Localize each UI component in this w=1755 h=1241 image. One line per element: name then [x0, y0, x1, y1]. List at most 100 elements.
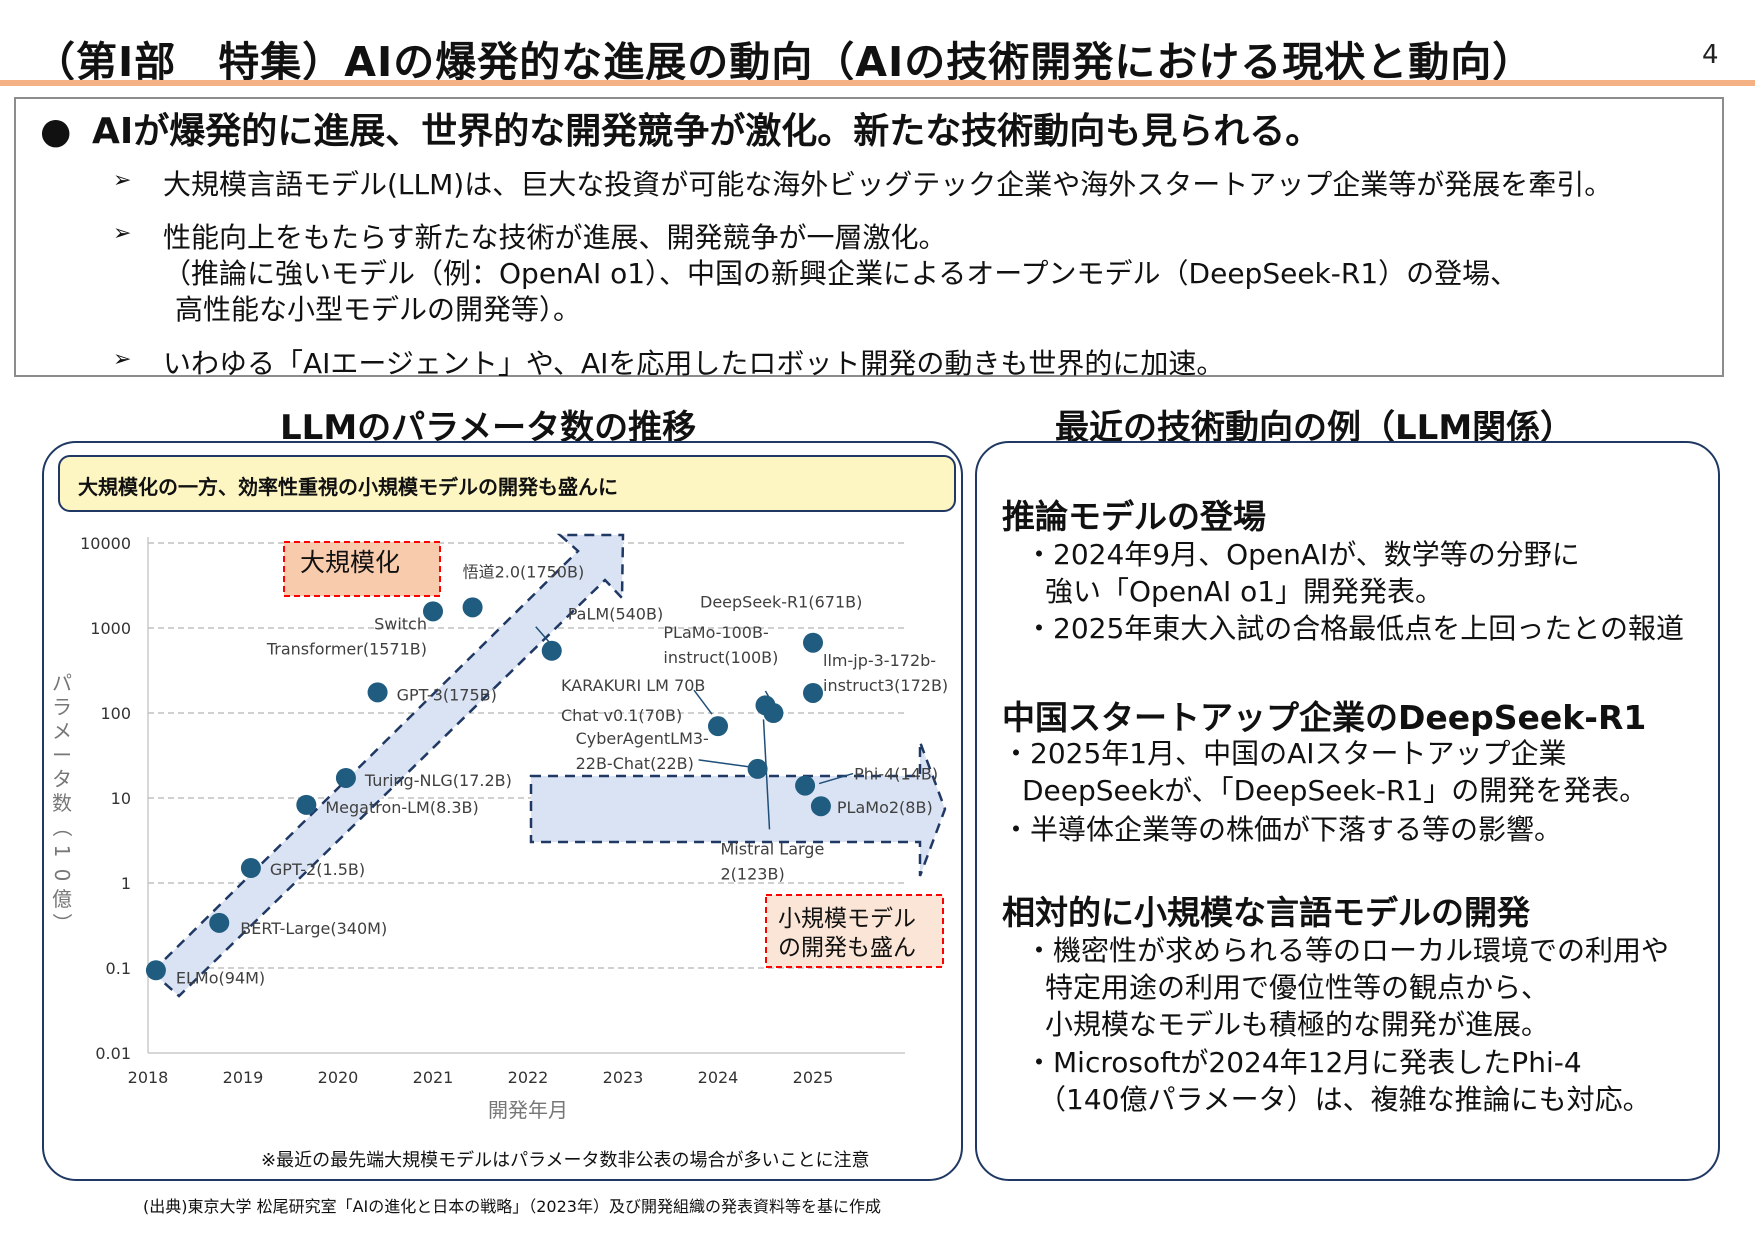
- small-scale-label-line-2: の開発も盛ん: [778, 935, 916, 961]
- y-axis-label-char: ー: [52, 743, 72, 767]
- bullet-arrow-icon: ➢: [113, 168, 132, 193]
- headline-text: AIが爆発的に進展、世界的な開発競争が激化。新たな技術動向も見られる。: [91, 111, 1322, 152]
- data-label: GPT-2(1.5B): [270, 860, 365, 879]
- section-heading-deepseek: 中国スタートアップ企業のDeepSeek-R1: [1002, 698, 1647, 737]
- panel-banner: 大規模化の一方、効率性重視の小規模モデルの開発も盛んに: [58, 455, 956, 512]
- data-label: instruct3(172B): [823, 676, 948, 695]
- y-tick-label: 1000: [90, 619, 131, 638]
- y-axis-label-char: 1: [50, 845, 74, 858]
- page-title: （第Ⅰ部 特集）AIの爆発的な進展の動向（AIの技術開発における現状と動向）: [34, 38, 1535, 86]
- data-point: [763, 703, 784, 723]
- data-label: Phi-4(14B): [854, 765, 938, 784]
- source-citation: (出典)東京大学 松尾研究室「AIの進化と日本の戦略」（2023年）及び開発組織…: [143, 1197, 881, 1216]
- x-tick-label: 2024: [698, 1068, 739, 1087]
- data-label: DeepSeek-R1(671B): [700, 593, 862, 612]
- bullet-1: 大規模言語モデル(LLM)は、巨大な投資が可能な海外ビッグテック企業や海外スター…: [163, 168, 1613, 201]
- data-label: Megatron-LM(8.3B): [325, 798, 478, 817]
- chart-footnote: ※最近の最先端大規模モデルはパラメータ数非公表の場合が多いことに注意: [261, 1150, 870, 1171]
- section-heading-small-models: 相対的に小規模な言語モデルの開発: [1002, 893, 1530, 932]
- x-tick-label: 2022: [508, 1068, 549, 1087]
- y-axis-label-char: タ: [52, 767, 72, 791]
- data-point: [423, 601, 443, 622]
- data-point: [209, 912, 230, 933]
- right-panel: [975, 441, 1720, 1181]
- data-point: [145, 960, 166, 981]
- data-label: PLaMo-100B-: [663, 623, 768, 642]
- data-point: [795, 775, 816, 796]
- data-label: 22B-Chat(22B): [576, 754, 694, 773]
- bullet-2-line-2: （推論に強いモデル（例：OpenAI o1）、中国の新興企業によるオープンモデル…: [163, 257, 1519, 290]
- x-tick-label: 2020: [318, 1068, 359, 1087]
- data-label: BERT-Large(340M): [240, 919, 387, 938]
- y-axis-label-char: ）: [50, 913, 74, 933]
- y-axis-label-char: 億: [52, 887, 72, 911]
- bullet-3: いわゆる「AIエージェント」や、AIを応用したロボット開発の動きも世界的に加速。: [163, 347, 1225, 380]
- data-label: Chat v0.1(70B): [561, 706, 682, 725]
- small-scale-trend-arrow: [529, 741, 947, 877]
- data-point: [747, 758, 768, 779]
- data-point: [541, 640, 562, 661]
- y-axis-label-char: ラ: [52, 695, 72, 719]
- y-axis-label-char: 数: [52, 791, 72, 815]
- leader-line: [762, 719, 771, 830]
- section-line: DeepSeekが、「DeepSeek-R1」の開発を発表。: [1022, 774, 1648, 807]
- small-scale-label-box: 小規模モデル の開発も盛ん: [765, 894, 944, 968]
- section-line: 強い「OpenAI o1」開発発表。: [1045, 575, 1444, 608]
- leader-line: [693, 689, 713, 715]
- x-axis-label: 開発年月: [488, 1098, 568, 1122]
- data-label: ELMo(94M): [176, 968, 265, 987]
- leader-line: [698, 759, 750, 768]
- data-point: [335, 767, 356, 788]
- leader-line: [818, 772, 854, 785]
- section-line: ・2025年1月、中国のAIスタートアップ企業: [1002, 737, 1567, 770]
- data-label: instruct(100B): [663, 648, 778, 667]
- section-heading-reasoning: 推論モデルの登場: [1002, 497, 1266, 536]
- data-label: Mistral Large: [721, 839, 825, 858]
- data-label: KARAKURI LM 70B: [561, 676, 705, 695]
- title-underline: [0, 80, 1755, 86]
- x-tick-label: 2025: [793, 1068, 834, 1087]
- y-tick-label: 10000: [80, 534, 131, 553]
- bullet-2-line-3: 高性能な小型モデルの開発等）。: [175, 293, 582, 326]
- data-point: [803, 632, 823, 653]
- chart-points: ELMo(94M) BERT-Large(340M) GPT-2(1.5B) Mega…: [145, 562, 948, 987]
- data-label: PaLM(540B): [568, 605, 663, 624]
- bullet-2: 性能向上をもたらす新たな技術が進展、開発競争が一層激化。: [163, 221, 947, 254]
- x-tick-label: 2018: [128, 1068, 169, 1087]
- data-label: Transformer(1571B): [266, 639, 427, 658]
- y-tick-label: 0.01: [95, 1044, 131, 1063]
- data-point: [240, 858, 261, 879]
- data-label: PLaMo2(8B): [837, 798, 933, 817]
- large-scale-label: 大規模化: [300, 548, 400, 577]
- bullet-arrow-icon: ➢: [113, 347, 132, 372]
- y-tick-label: 10: [111, 789, 131, 808]
- headline-bullet: ●: [40, 111, 72, 152]
- data-label: llm-jp-3-172b-: [823, 651, 936, 670]
- section-line: ・2024年9月、OpenAIが、数学等の分野に: [1025, 538, 1580, 571]
- large-scale-label-box: 大規模化: [283, 541, 441, 597]
- large-scale-trend-arrow: [150, 533, 625, 998]
- data-label: 悟道2.0(1750B): [463, 562, 585, 581]
- data-point: [367, 682, 388, 703]
- section-line: ・Microsoftが2024年12月に発表したPhi-4: [1025, 1046, 1582, 1079]
- data-label: CyberAgentLM3-: [576, 729, 709, 748]
- y-axis-label-char: （: [50, 817, 74, 837]
- data-label: 2(123B): [721, 864, 785, 883]
- summary-box: [14, 97, 1724, 377]
- section-line: ・機密性が求められる等のローカル環境での利用や: [1025, 934, 1670, 967]
- y-axis-label-char: メ: [52, 719, 72, 743]
- x-tick-label: 2021: [413, 1068, 454, 1087]
- data-point: [803, 682, 823, 703]
- data-point: [296, 794, 317, 815]
- x-tick-label: 2023: [603, 1068, 644, 1087]
- x-tick-label: 2019: [223, 1068, 264, 1087]
- small-scale-label-line-1: 小規模モデル: [778, 906, 916, 932]
- section-line: 特定用途の利用で優位性等の観点から、: [1045, 971, 1550, 1004]
- data-label: GPT-3(175B): [397, 685, 497, 704]
- y-tick-label: 1: [121, 874, 131, 893]
- section-line: ・半導体企業等の株価が下落する等の影響。: [1002, 813, 1563, 846]
- section-line: 小規模なモデルも積極的な開発が進展。: [1045, 1008, 1550, 1041]
- section-line: （140億パラメータ）は、複雑な推論にも対応。: [1038, 1083, 1651, 1116]
